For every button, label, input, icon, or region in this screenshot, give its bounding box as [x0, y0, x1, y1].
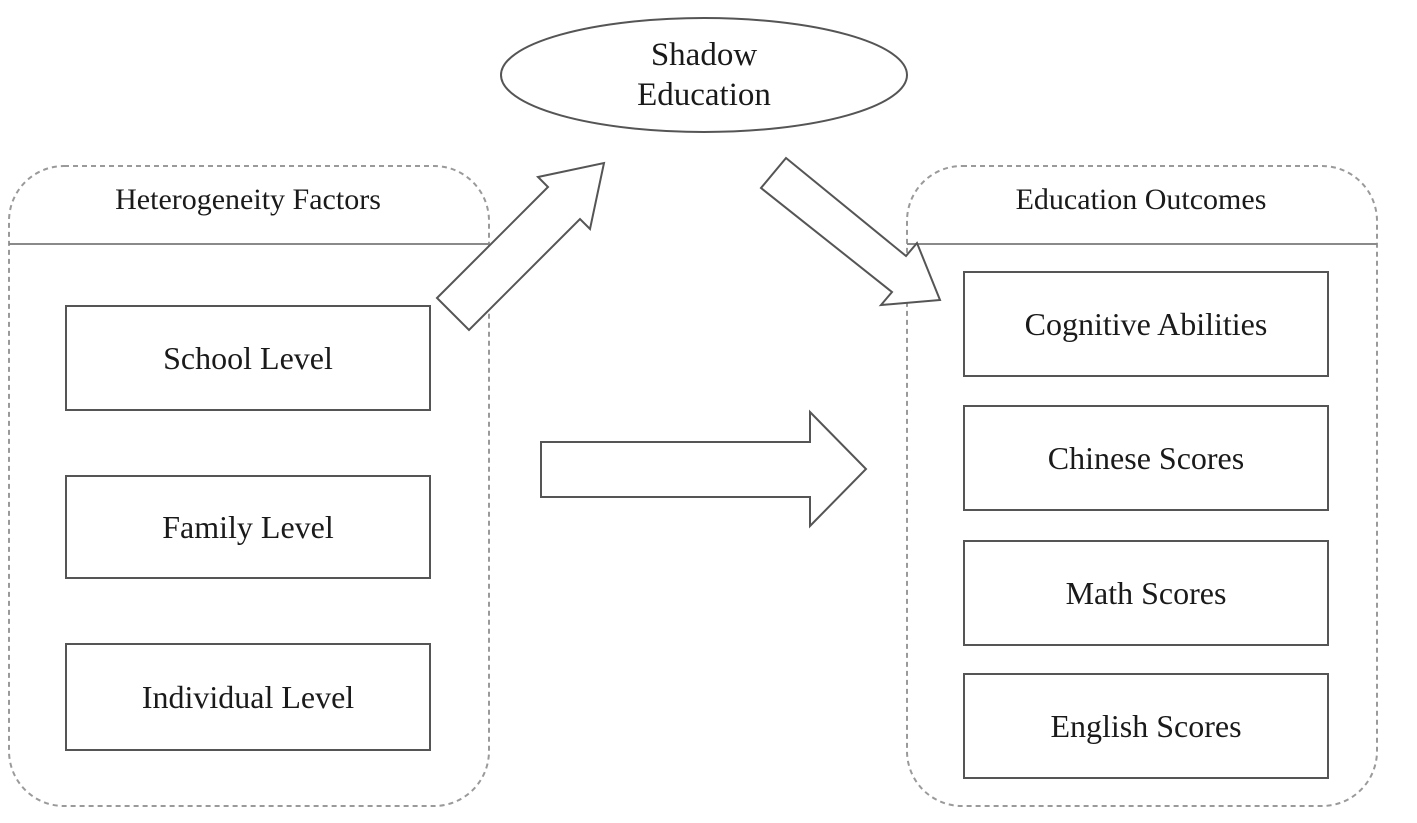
individual-level-label: Individual Level [141, 678, 355, 715]
chinese-scores-label: Chinese Scores [1047, 439, 1245, 476]
school-level-box [65, 305, 431, 411]
shadow-education-label: Shadow Education [500, 18, 908, 133]
heterogeneity-factors-header: Heterogeneity Factors [115, 183, 381, 216]
family-level-box [65, 475, 431, 579]
arrow-factors-to-outcomes [540, 409, 868, 529]
school-level-label: School Level [163, 339, 333, 376]
cognitive-abilities-box [963, 271, 1329, 377]
chinese-scores-box [963, 405, 1329, 511]
family-level-label: Family Level [162, 508, 334, 545]
individual-level-box [65, 643, 431, 751]
shadow-education-ellipse [500, 17, 908, 133]
cognitive-abilities-label: Cognitive Abilities [1024, 305, 1268, 342]
arrow-factors-to-shadow-education [435, 161, 606, 332]
arrow-shadow-education-to-outcomes [759, 156, 942, 307]
shadow-education-line2: Education [637, 76, 771, 113]
english-scores-label: English Scores [1050, 707, 1242, 744]
education-outcomes-header: Education Outcomes [1015, 183, 1267, 216]
math-scores-box [963, 540, 1329, 646]
education-outcomes-group [906, 165, 1378, 807]
shadow-education-line1: Shadow [650, 36, 758, 73]
english-scores-box [963, 673, 1329, 779]
heterogeneity-factors-group [8, 165, 490, 807]
math-scores-label: Math Scores [1065, 574, 1227, 611]
